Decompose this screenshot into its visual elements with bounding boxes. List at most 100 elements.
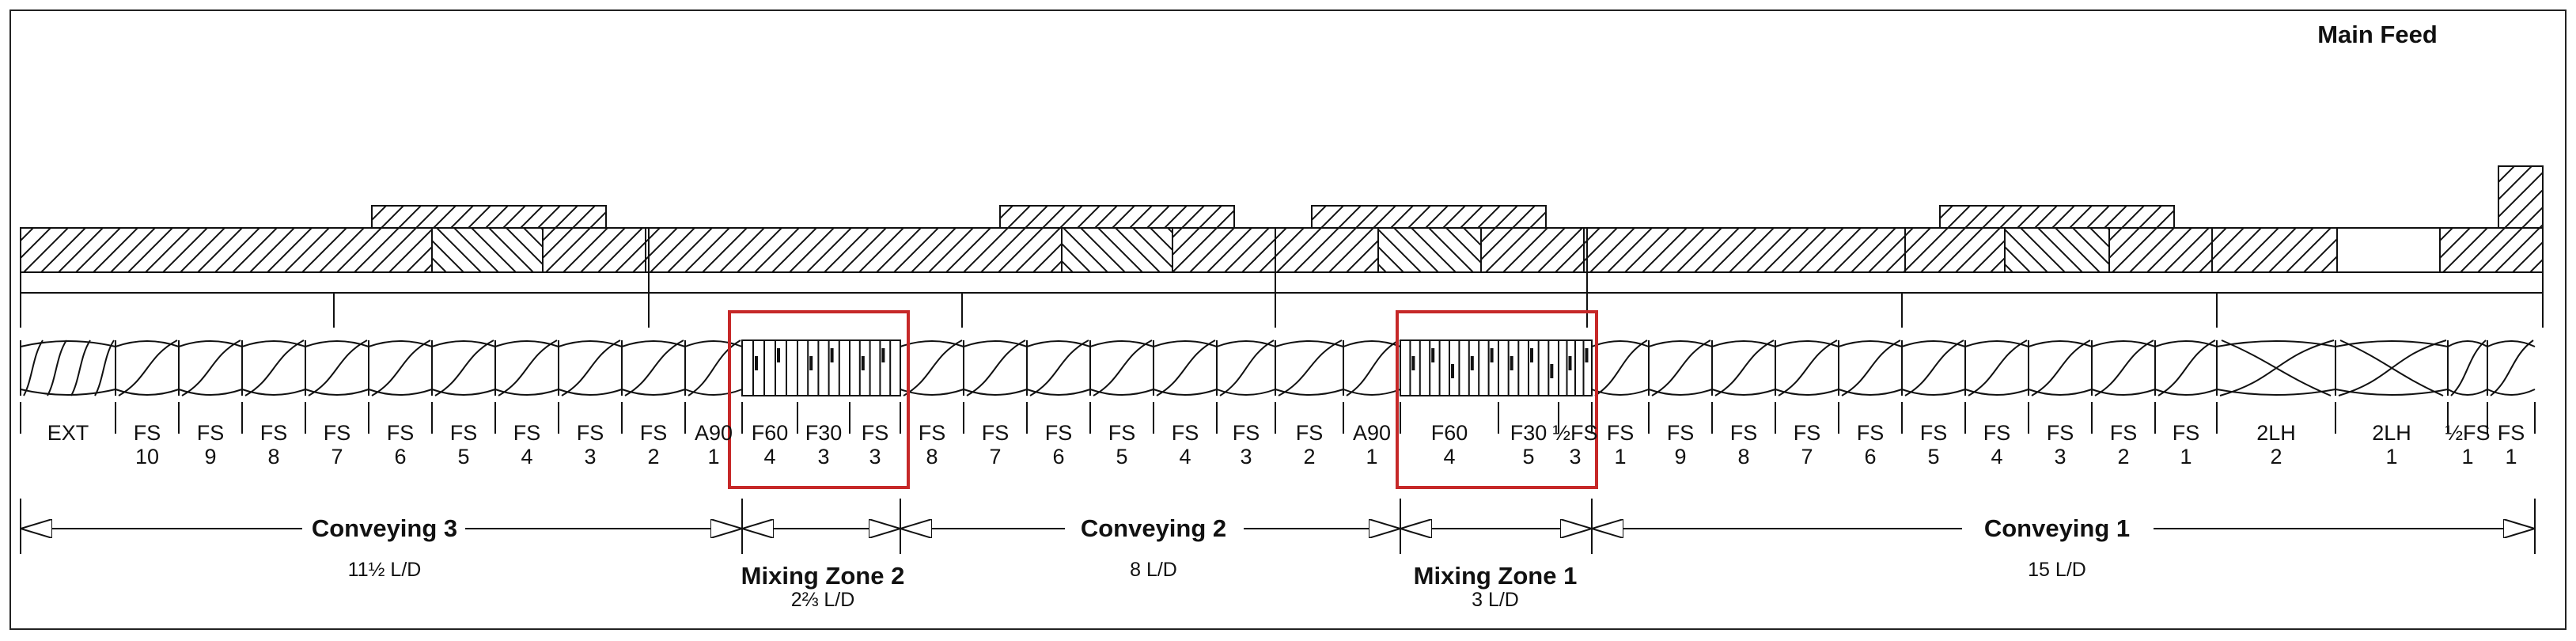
element-count-label: 1	[2180, 445, 2191, 468]
element-count-label: 7	[1801, 445, 1813, 468]
element-type-label: FS	[2498, 421, 2525, 445]
element-count-label: 2	[2117, 445, 2129, 468]
highlight-mixing-zone-1	[1396, 310, 1598, 489]
element-count-label: 1	[2505, 445, 2517, 468]
element-count-label: 6	[394, 445, 406, 468]
element-type-label: FS	[324, 421, 351, 445]
element-type-label: 2LH	[2256, 421, 2296, 445]
screw-element-26	[1591, 339, 1650, 396]
screw-element-34	[2091, 339, 2156, 396]
element-type-label: FS	[1857, 421, 1885, 445]
screw-element-25	[1558, 339, 1593, 396]
element-type-label: FS	[1730, 421, 1758, 445]
screw-element-28	[1711, 339, 1776, 396]
screw-element-18	[1089, 339, 1154, 396]
element-count-label: 7	[989, 445, 1001, 468]
screw-element-24	[1498, 339, 1559, 396]
screw-element-23	[1400, 339, 1499, 396]
element-count-label: 4	[521, 445, 532, 468]
element-count-label: 8	[1737, 445, 1749, 468]
screw-element-20	[1216, 339, 1276, 396]
element-type-label: 2LH	[2372, 421, 2411, 445]
element-count-label: 5	[1927, 445, 1939, 468]
screw-element-1	[20, 339, 116, 396]
element-type-label: FS	[134, 421, 161, 445]
element-type-label: ½FS	[1552, 421, 1597, 445]
screw-element-9	[558, 339, 623, 396]
element-count-label: 4	[763, 445, 775, 468]
element-type-label: FS	[2173, 421, 2200, 445]
element-count-label: 1	[707, 445, 719, 468]
zone-dimensions	[20, 499, 2536, 554]
zone-name-conveying-3: Conveying 3	[312, 514, 457, 542]
zone-length-mixing-zone-2: 2⅔ L/D	[791, 589, 855, 611]
screw-element-7	[431, 339, 496, 396]
element-count-label: 6	[1864, 445, 1876, 468]
screw-element-17	[1026, 339, 1091, 396]
screw-element-3	[178, 339, 243, 396]
zone-length-conveying-3: 11½ L/D	[348, 559, 422, 581]
element-type-label: FS	[1045, 421, 1073, 445]
zone-name-mixing-zone-1: Mixing Zone 1	[1414, 562, 1578, 590]
element-count-label: 5	[457, 445, 469, 468]
element-type-label: FS	[1920, 421, 1948, 445]
element-type-label: FS	[1607, 421, 1635, 445]
screw-element-8	[494, 339, 559, 396]
element-count-label: 4	[1443, 445, 1455, 468]
element-type-label: FS	[197, 421, 225, 445]
screw-element-31	[1901, 339, 1966, 396]
element-count-label: 4	[1179, 445, 1191, 468]
screw-element-12	[741, 339, 798, 396]
element-type-label: FS	[640, 421, 668, 445]
barrel-main-band	[20, 227, 2544, 273]
element-count-label: 4	[1991, 445, 2002, 468]
element-count-label: 1	[1614, 445, 1626, 468]
element-count-label: 3	[817, 445, 829, 468]
zone-name-mixing-zone-2: Mixing Zone 2	[741, 562, 905, 590]
element-count-label: 3	[1240, 445, 1252, 468]
element-type-label: F30	[1510, 421, 1547, 445]
highlight-mixing-zone-2	[728, 310, 910, 489]
element-count-label: 2	[647, 445, 659, 468]
element-type-label: FS	[1667, 421, 1695, 445]
element-count-label: 9	[1674, 445, 1686, 468]
element-type-label: FS	[450, 421, 478, 445]
screw-element-22	[1343, 339, 1401, 396]
element-type-label: F60	[1431, 421, 1468, 445]
element-type-label: FS	[260, 421, 288, 445]
element-type-label: EXT	[47, 421, 89, 445]
element-count-label: 1	[2461, 445, 2473, 468]
screw-element-35	[2154, 339, 2218, 396]
element-count-label: 10	[135, 445, 159, 468]
screw-element-10	[621, 339, 686, 396]
screw-element-38	[2447, 339, 2488, 396]
screw-element-2	[115, 339, 180, 396]
barrel-lower-band	[20, 271, 2544, 294]
screw-element-32	[1964, 339, 2029, 396]
screw-element-39	[2487, 339, 2536, 396]
screw-element-16	[963, 339, 1028, 396]
screw-element-13	[797, 339, 850, 396]
element-type-label: FS	[2110, 421, 2138, 445]
screw-element-33	[2028, 339, 2093, 396]
element-count-label: 3	[1569, 445, 1581, 468]
element-count-label: 3	[584, 445, 596, 468]
element-count-label: 9	[204, 445, 216, 468]
screw-element-36	[2216, 339, 2336, 396]
element-count-label: 3	[2054, 445, 2066, 468]
main-feed-label: Main Feed	[2317, 21, 2438, 48]
element-type-label: FS	[982, 421, 1010, 445]
element-type-label: ½FS	[2445, 421, 2490, 445]
element-count-label: 2	[1303, 445, 1315, 468]
element-count-label: 6	[1052, 445, 1064, 468]
barrel-joints	[20, 228, 2544, 328]
element-type-label: FS	[387, 421, 415, 445]
screw-element-37	[2335, 339, 2449, 396]
screw-element-29	[1775, 339, 1839, 396]
element-type-label: FS	[1794, 421, 1821, 445]
element-count-label: 1	[2385, 445, 2397, 468]
element-count-label: 1	[1366, 445, 1377, 468]
screw-element-5	[305, 339, 369, 396]
